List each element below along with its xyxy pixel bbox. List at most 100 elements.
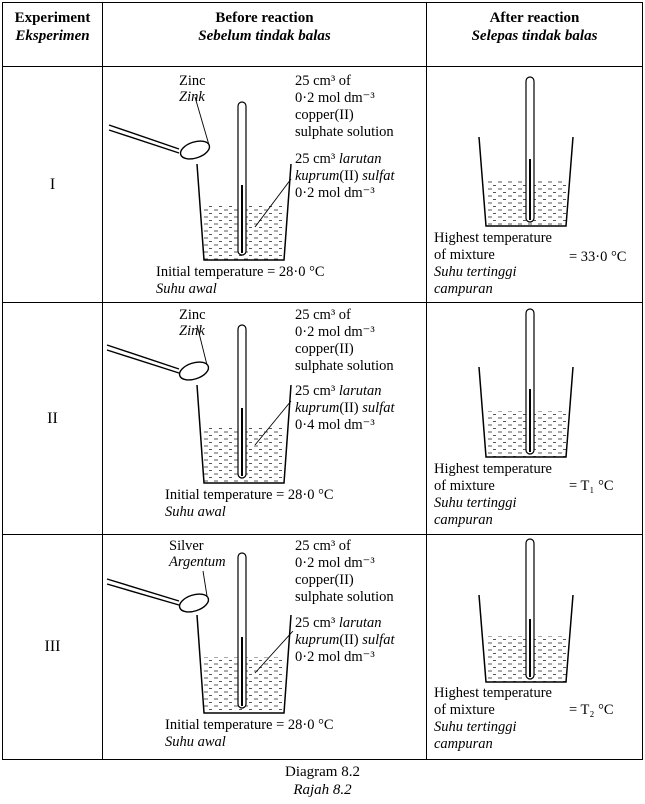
highest-temperature-ms-2: campuran [434,281,493,297]
before-cell: Zinc Zink 25 cm³ of 0·2 mol dm⁻³ copper(… [102,302,427,535]
header-before-ms: Sebelum tindak balas [198,28,331,44]
spatula-handle [106,344,180,370]
beaker [196,614,292,714]
header-after: After reaction Selepas tindak balas [426,2,643,67]
metal-name-en: Silver [169,538,204,554]
solution-label-line [254,178,292,228]
highest-temperature-value: = T₁ °C [569,478,614,494]
solution-en-3: copper(II) [295,107,354,123]
solution-en-3: copper(II) [295,341,354,357]
solution-en-4: sulphate solution [295,589,394,605]
solution-ms-2: kuprum(II) sulfat [295,632,395,648]
highest-temperature-value: = 33·0 °C [569,249,627,265]
after-apparatus-drawing [478,308,574,458]
solution-en-2: 0·2 mol dm⁻³ [295,555,375,571]
highest-temperature-ms-2: campuran [434,512,493,528]
after-apparatus-drawing [478,538,574,683]
beaker [196,384,292,484]
solution-label-line [254,400,292,446]
header-before-en: Before reaction [215,10,314,26]
highest-temperature-value: = T₂ °C [569,702,614,718]
caption-en: Diagram 8.2 [285,764,360,780]
highest-temperature-ms-1: Suhu tertinggi [434,719,517,735]
highest-temperature-ms-2: campuran [434,736,493,752]
after-cell: Highest temperature of mixture Suhu tert… [426,534,643,760]
solution-ms-1: 25 cm³ larutan [295,151,382,167]
thermometer [525,76,535,223]
solution-en-1: 25 cm³ of [295,307,351,323]
highest-temperature-en-1: Highest temperature [434,685,552,701]
initial-temperature: Initial temperature = 28·0 °C [165,717,334,733]
initial-temperature-ms: Suhu awal [156,281,217,297]
highest-temperature-en-1: Highest temperature [434,461,552,477]
initial-temperature: Initial temperature = 28·0 °C [156,264,325,280]
highest-temperature-ms-1: Suhu tertinggi [434,495,517,511]
thermometer [237,552,247,709]
metal-name-ms: Argentum [169,554,226,570]
table-header-row: Experiment Eksperimen Before reaction Se… [2,2,643,67]
solution-ms-1: 25 cm³ larutan [295,615,382,631]
solution-en-1: 25 cm³ of [295,73,351,89]
highest-temperature-en-2: of mixture [434,478,495,494]
after-cell: Highest temperature of mixture Suhu tert… [426,302,643,535]
thermometer [525,308,535,455]
header-before: Before reaction Sebelum tindak balas [102,2,427,67]
solution-ms-1: 25 cm³ larutan [295,383,382,399]
before-apparatus-drawing [108,96,292,261]
header-experiment-ms: Eksperimen [15,28,90,44]
solution-en-4: sulphate solution [295,124,394,140]
thermometer [237,324,247,479]
highest-temperature-en-1: Highest temperature [434,230,552,246]
header-experiment: Experiment Eksperimen [2,2,103,67]
table-row: I Zinc Zink 25 cm³ of 0·2 mol dm⁻³ coppe… [2,66,643,303]
metal-name-ms: Zink [179,323,205,339]
initial-temperature-ms: Suhu awal [165,734,226,750]
before-apparatus-drawing [106,324,292,484]
metal-name-ms: Zink [179,89,205,105]
experiment-label: II [2,302,103,535]
thermometer [525,538,535,680]
after-apparatus-drawing [478,76,574,227]
before-cell: Silver Argentum 25 cm³ of 0·2 mol dm⁻³ c… [102,534,427,760]
beaker [478,366,574,458]
highest-temperature-en-2: of mixture [434,702,495,718]
thermometer [237,101,247,256]
beaker [478,136,574,227]
before-cell: Zinc Zink 25 cm³ of 0·2 mol dm⁻³ copper(… [102,66,427,303]
beaker [196,163,292,261]
metal-label-line [202,570,208,597]
solution-ms-3: 0·2 mol dm⁻³ [295,649,375,665]
header-after-ms: Selepas tindak balas [471,28,598,44]
spatula-handle [108,124,180,150]
diagram-caption: Diagram 8.2 Rajah 8.2 [0,763,645,799]
solution-en-3: copper(II) [295,572,354,588]
spatula-handle [106,578,180,602]
initial-temperature: Initial temperature = 28·0 °C [165,487,334,503]
solution-en-2: 0·2 mol dm⁻³ [295,324,375,340]
solution-ms-3: 0·2 mol dm⁻³ [295,185,375,201]
spatula-scoop [179,140,211,160]
experiment-table: Experiment Eksperimen Before reaction Se… [2,2,643,760]
header-after-en: After reaction [489,10,580,26]
beaker [478,594,574,683]
solution-ms-3: 0·4 mol dm⁻³ [295,417,375,433]
metal-name-en: Zinc [179,307,206,323]
solution-en-1: 25 cm³ of [295,538,351,554]
solution-label-line [254,630,294,674]
table-row: II Zinc Zink 25 cm³ of 0·2 mol dm⁻³ copp… [2,302,643,535]
header-experiment-en: Experiment [14,10,91,26]
after-cell: Highest temperature of mixture Suhu tert… [426,66,643,303]
solution-ms-2: kuprum(II) sulfat [295,400,395,416]
metal-label-line [194,96,210,146]
before-apparatus-drawing [106,552,294,714]
table-row: III Silver Argentum 25 cm³ of 0·2 mol dm… [2,534,643,760]
initial-temperature-ms: Suhu awal [165,504,226,520]
solution-en-4: sulphate solution [295,358,394,374]
highest-temperature-en-2: of mixture [434,247,495,263]
caption-ms: Rajah 8.2 [293,782,352,798]
highest-temperature-ms-1: Suhu tertinggi [434,264,517,280]
solution-ms-2: kuprum(II) sulfat [295,168,395,184]
experiment-label: III [2,534,103,760]
spatula-scoop [178,361,210,381]
